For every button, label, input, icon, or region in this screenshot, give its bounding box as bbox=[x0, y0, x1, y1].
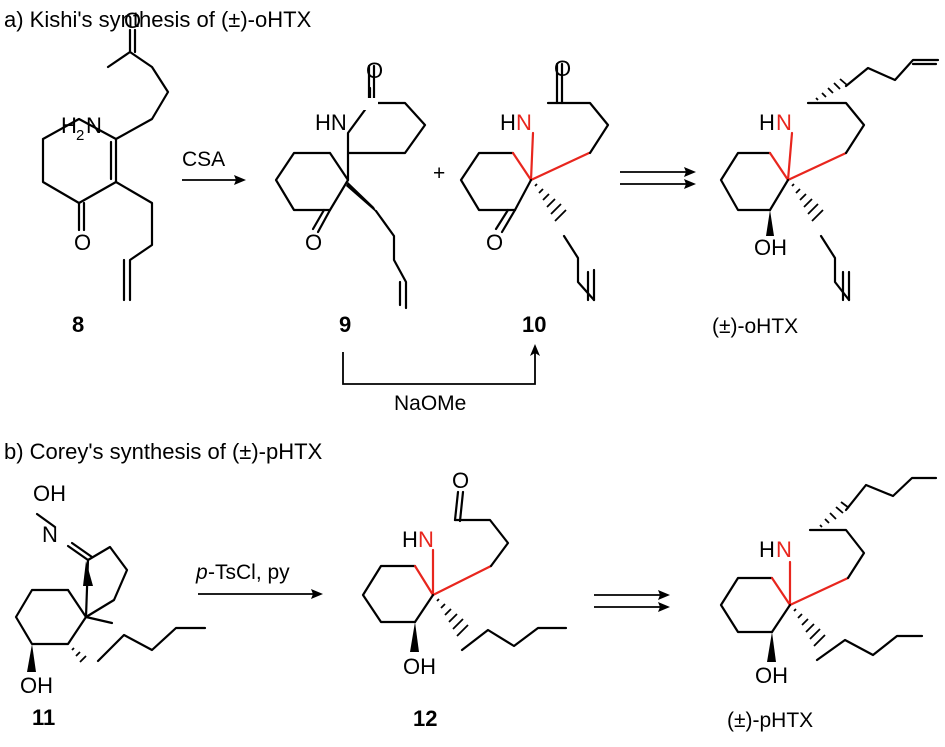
wedge-bond-12-oh bbox=[410, 622, 419, 652]
arrow-csa-head bbox=[234, 175, 246, 185]
compound-name-phtx: (±)-pHTX bbox=[727, 709, 813, 732]
atom-oh-phtx: OH bbox=[755, 663, 788, 688]
compound-name-ohtx: (±)-oHTX bbox=[712, 315, 798, 338]
wedge-bond-11-oh bbox=[27, 644, 36, 672]
compound-number-10: 10 bbox=[522, 312, 546, 337]
reagent-tscl: p -TsCl, py bbox=[195, 561, 290, 584]
hash-bond-phtx-top bbox=[819, 501, 850, 528]
compound-10-structure bbox=[459, 62, 610, 302]
compound-phtx-structure bbox=[719, 476, 938, 662]
wedge-bond-11 bbox=[83, 561, 93, 586]
atom-h-12: H bbox=[402, 527, 418, 552]
amine-label-8: H 2 N bbox=[61, 113, 102, 144]
arrow-multistep-a-1-head bbox=[684, 167, 696, 177]
arrow-multistep-b-1-head bbox=[658, 590, 670, 600]
atom-o-ketone-9: O bbox=[305, 230, 322, 255]
arrow-tscl-head bbox=[311, 589, 323, 599]
arrow-multistep-a-2-head bbox=[684, 179, 696, 189]
atom-h-ohtx: H bbox=[759, 110, 775, 135]
atom-o-lactam-12: O bbox=[452, 468, 469, 493]
hash-bond-10 bbox=[534, 183, 567, 222]
reagent-naome: NaOMe bbox=[394, 392, 466, 415]
label-mask-9 bbox=[360, 98, 378, 110]
atom-oh-oxime: OH bbox=[33, 481, 66, 506]
atom-h-10: H bbox=[500, 110, 516, 135]
hash-bond-ohtx-side bbox=[791, 183, 824, 222]
arrow-naome-head bbox=[530, 344, 540, 356]
compound-number-9: 9 bbox=[339, 312, 351, 337]
atom-o-ketone-10: O bbox=[486, 230, 503, 255]
compound-12-structure bbox=[361, 490, 568, 652]
hash-bond-ohtx-top bbox=[815, 78, 848, 101]
compound-11-structure bbox=[14, 512, 207, 663]
compound-number-8: 8 bbox=[72, 312, 84, 337]
hash-bond-11 bbox=[71, 647, 87, 663]
hash-bond-phtx-side bbox=[793, 608, 826, 647]
section-b-title: b) Corey's synthesis of (±)-pHTX bbox=[4, 439, 323, 464]
atom-h-phtx: H bbox=[759, 537, 775, 562]
atom-hn-9: HN bbox=[315, 110, 347, 135]
compound-number-11: 11 bbox=[32, 705, 55, 730]
atom-n-10: N bbox=[516, 110, 532, 135]
svg-text:2: 2 bbox=[76, 127, 84, 144]
arrow-multistep-b-2-head bbox=[658, 602, 670, 612]
wedge-bond-phtx-oh bbox=[767, 632, 776, 662]
compound-number-12: 12 bbox=[413, 706, 437, 731]
compound-ohtx-structure bbox=[719, 58, 940, 302]
wedge-bond-9 bbox=[346, 182, 378, 214]
atom-oh-ohtx: OH bbox=[754, 235, 787, 260]
atom-o-amide-8: O bbox=[124, 8, 141, 33]
atom-oh-11: OH bbox=[20, 673, 53, 698]
atom-o-ketone-8: O bbox=[74, 230, 91, 255]
reagent-csa: CSA bbox=[182, 148, 225, 171]
svg-text:-TsCl, py: -TsCl, py bbox=[208, 561, 290, 584]
arrow-naome bbox=[342, 352, 536, 385]
atom-n-phtx: N bbox=[776, 537, 792, 562]
atom-o-lactam-9: O bbox=[366, 58, 383, 83]
atom-n-ohtx: N bbox=[776, 110, 792, 135]
atom-n-oxime: N bbox=[42, 522, 58, 547]
svg-text:H: H bbox=[61, 113, 77, 138]
wedge-bond-ohtx-oh bbox=[766, 210, 774, 236]
atom-oh-12: OH bbox=[403, 654, 436, 679]
atom-o-lactam-10: O bbox=[554, 56, 571, 81]
svg-text:p: p bbox=[195, 561, 208, 584]
section-a-title: a) Kishi's synthesis of (±)-oHTX bbox=[4, 7, 312, 32]
hash-bond-12 bbox=[436, 598, 469, 637]
compound-8-structure bbox=[41, 28, 170, 302]
svg-text:N: N bbox=[86, 113, 102, 138]
plus-sign: + bbox=[433, 162, 445, 185]
atom-n-12: N bbox=[418, 527, 434, 552]
